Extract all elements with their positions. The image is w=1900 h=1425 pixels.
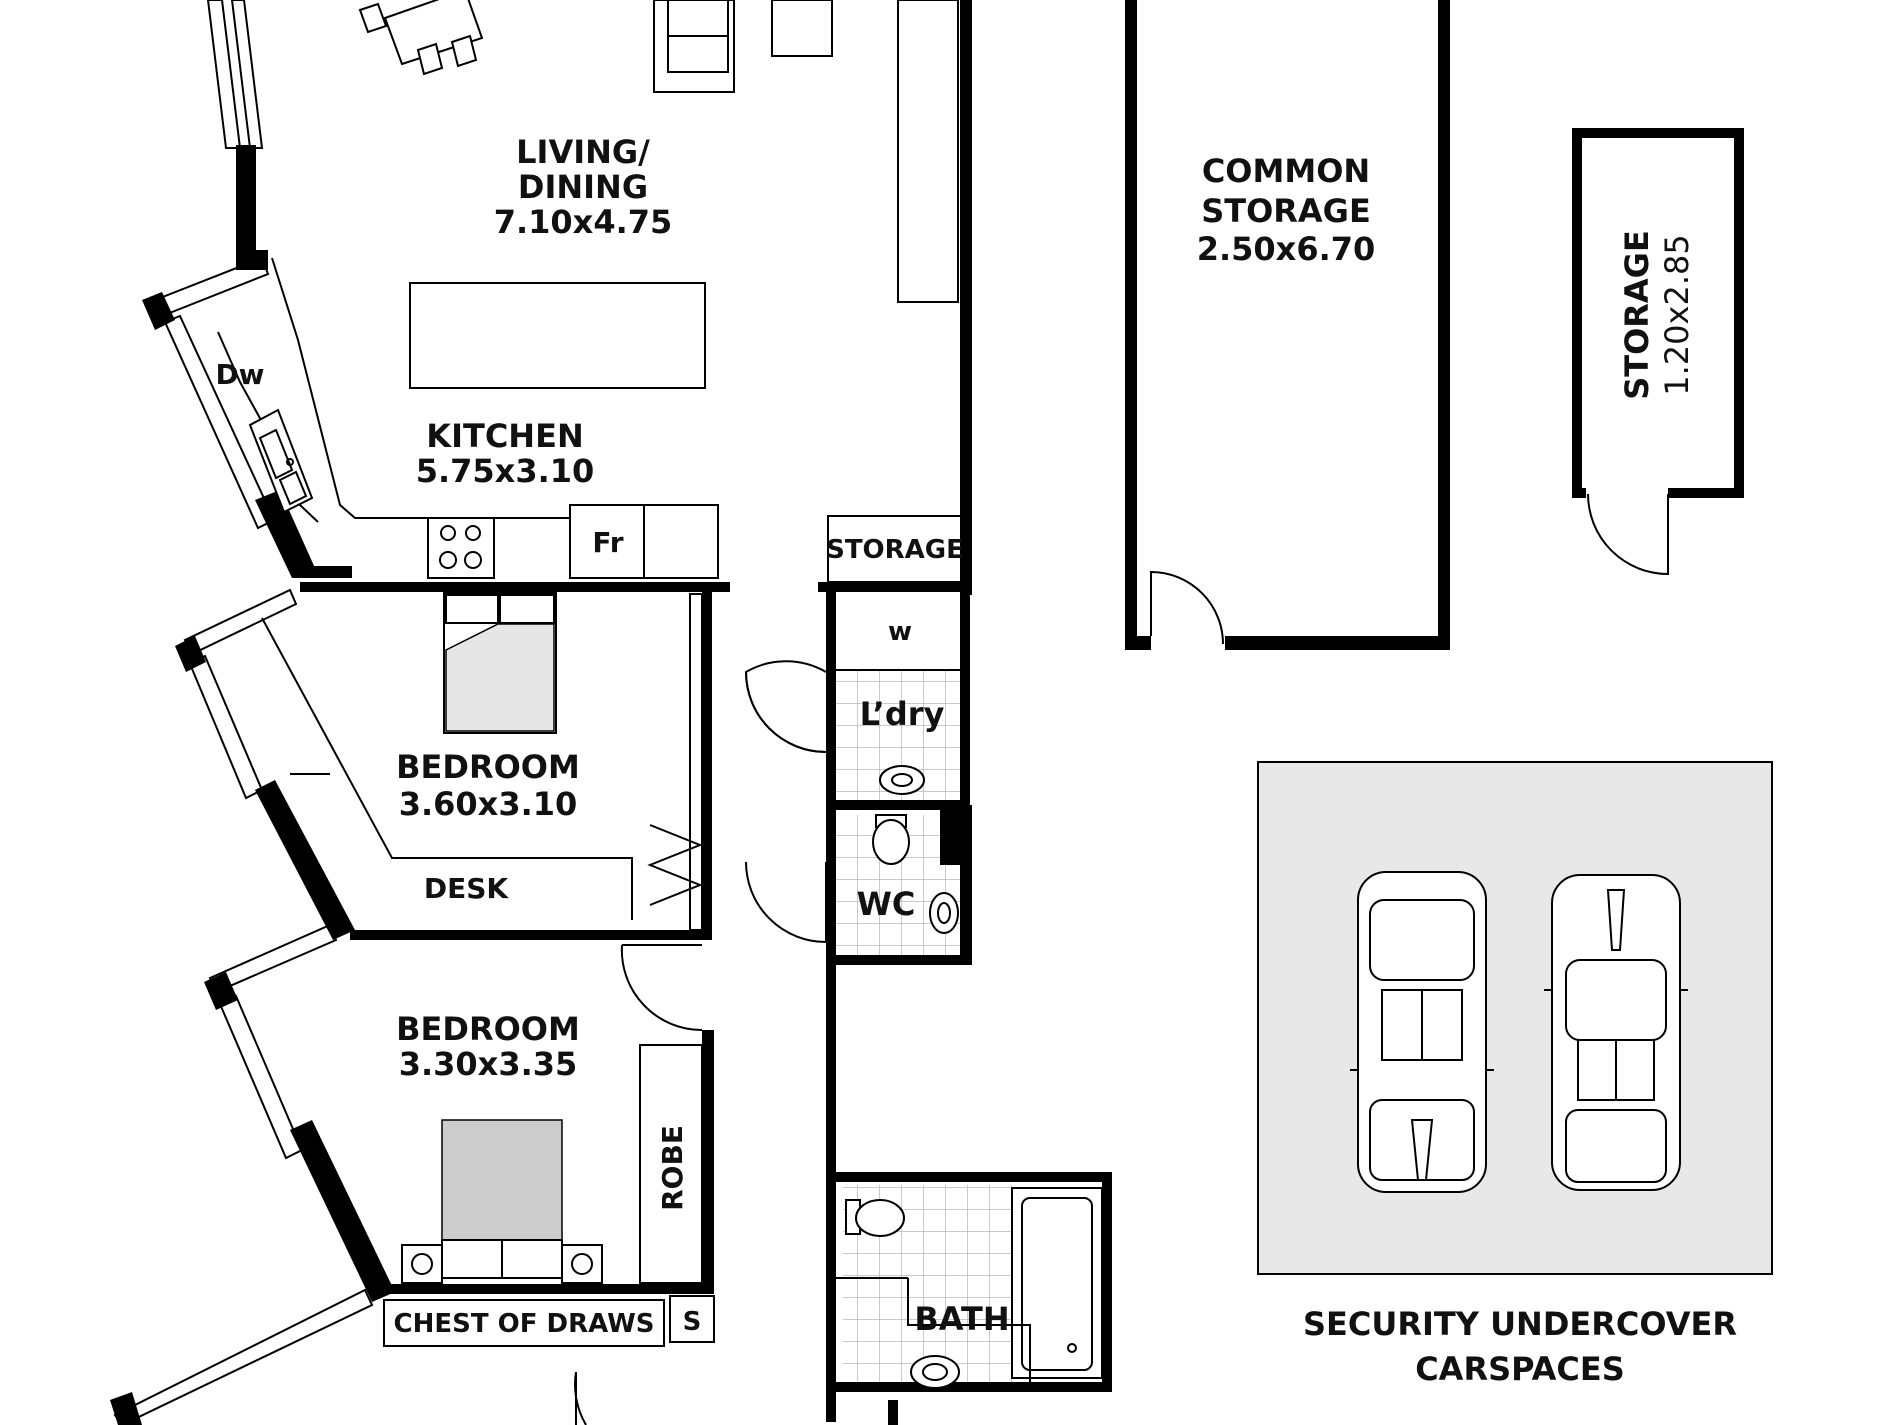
carspaces-label-1: SECURITY UNDERCOVER xyxy=(1303,1305,1737,1343)
carspaces-label-2: CARSPACES xyxy=(1415,1350,1625,1388)
bedroom2-dims: 3.30x3.35 xyxy=(399,1045,578,1083)
living-label-1: LIVING/ xyxy=(516,133,650,171)
laundry-label: L’dry xyxy=(860,695,945,733)
kitchen-dims: 5.75x3.10 xyxy=(416,452,595,490)
desk-label: DESK xyxy=(424,872,510,905)
bedroom2-door xyxy=(620,944,703,1032)
bath-toilet xyxy=(845,1199,905,1237)
bath-basin xyxy=(910,1355,960,1389)
west-walls xyxy=(110,0,395,1425)
chest-of-draws xyxy=(383,1299,665,1347)
living-label-2: DINING xyxy=(518,168,648,206)
bath-label: BATH xyxy=(914,1300,1009,1338)
bedroom1-label: BEDROOM xyxy=(396,748,580,786)
wc-label: WC xyxy=(857,885,916,923)
kitchen-bench xyxy=(217,257,719,579)
dining-set xyxy=(358,0,484,76)
kitchen-island xyxy=(409,282,706,389)
wc-door xyxy=(745,861,827,944)
small-storage-walls xyxy=(1572,128,1744,576)
dishwasher-label: Dw xyxy=(215,358,264,391)
tv-unit xyxy=(897,0,959,303)
robe-label: ROBE xyxy=(656,1125,689,1211)
car-right xyxy=(1544,874,1688,1191)
bedroom1-wardrobe xyxy=(647,593,703,931)
common-storage-label-1: COMMON xyxy=(1202,152,1370,190)
living-dims: 7.10x4.75 xyxy=(494,203,673,241)
carpark-area xyxy=(1257,761,1773,1275)
wc-toilet xyxy=(872,814,910,865)
car-left xyxy=(1350,871,1494,1193)
sofa xyxy=(653,0,735,93)
laundry-basin xyxy=(879,765,925,795)
shelf-label: S xyxy=(683,1307,702,1337)
bedroom1-desk xyxy=(261,617,633,920)
kitchen-sink xyxy=(248,408,314,514)
bedroom2-robe xyxy=(639,1044,703,1284)
entry-door xyxy=(574,1371,587,1425)
bedroom1-bed xyxy=(443,592,557,734)
interior-walls xyxy=(300,0,1112,1425)
coffee-table xyxy=(771,0,833,57)
bedroom2-bed xyxy=(441,1119,563,1279)
small-storage-dims: 1.20x2.85 xyxy=(1658,234,1696,395)
fridge-label: Fr xyxy=(592,526,623,559)
common-storage-label-2: STORAGE xyxy=(1201,192,1371,230)
shelf xyxy=(669,1295,715,1343)
bedroom1-door xyxy=(744,660,827,753)
common-storage-dims: 2.50x6.70 xyxy=(1197,230,1376,268)
small-storage-label: STORAGE xyxy=(1618,230,1656,400)
bathtub xyxy=(1011,1187,1103,1379)
chest-label: CHEST OF DRAWS xyxy=(394,1309,655,1339)
common-storage-walls xyxy=(1125,0,1450,650)
bedroom1-dims: 3.60x3.10 xyxy=(399,785,578,823)
wc-basin xyxy=(929,892,959,934)
storage-closet-label: STORAGE xyxy=(826,535,964,565)
bedside-tables xyxy=(401,1244,603,1284)
bedroom2-label: BEDROOM xyxy=(396,1010,580,1048)
laundry-door xyxy=(745,671,827,753)
washer-label: w xyxy=(888,617,912,647)
kitchen-label: KITCHEN xyxy=(426,417,583,455)
